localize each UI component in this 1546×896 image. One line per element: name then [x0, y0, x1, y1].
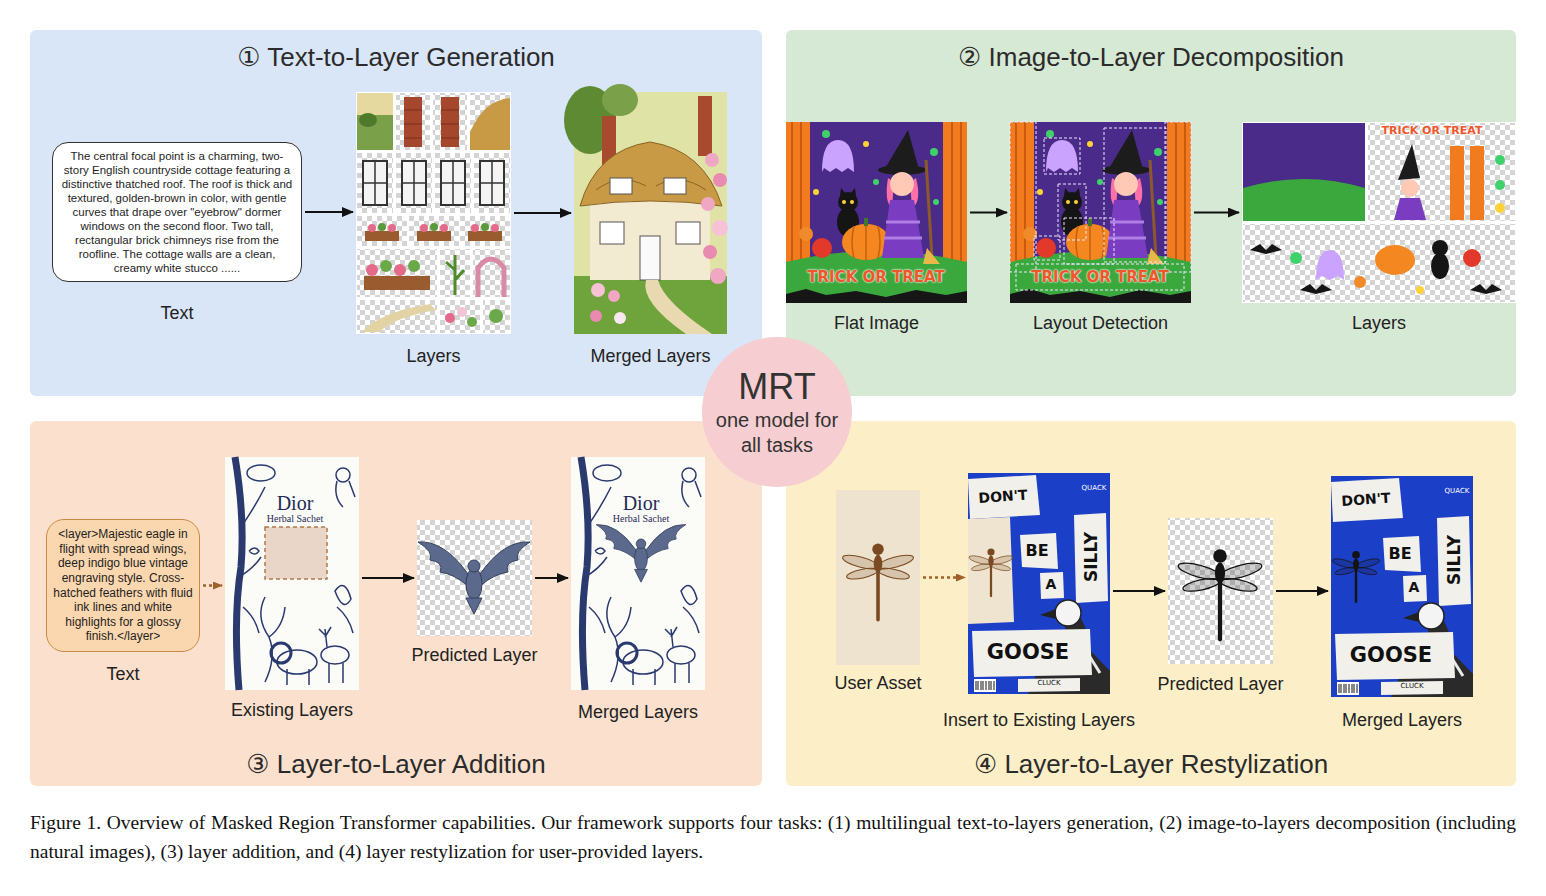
illustration-text: A — [1409, 580, 1420, 595]
illustration-text: Herbal Sachet — [267, 513, 323, 524]
panel-title: ① Text-to-Layer Generation — [30, 42, 762, 72]
illustration-text: SILLY — [1082, 532, 1101, 582]
circle-title: MRT — [738, 366, 815, 408]
prompt-text: The central focal point is a charming, t… — [61, 149, 293, 275]
dotted-arrow — [923, 576, 965, 579]
illustration-text: CLUCK — [1037, 680, 1060, 688]
illustration-text: TRICK OR TREAT — [1031, 269, 1168, 286]
image-caption: Predicted Layer — [337, 644, 612, 666]
arrow — [970, 212, 1007, 214]
illustration-text: TRICK OR TREAT — [807, 269, 944, 286]
image-caption: Existing Layers — [145, 699, 439, 721]
illustration-text: GOOSE — [987, 641, 1069, 664]
dotted-arrow — [203, 584, 222, 587]
image-caption: Text — [0, 302, 381, 324]
panel-title: ③ Layer-to-Layer Addition — [30, 749, 762, 779]
illustration-text: BE — [1025, 542, 1048, 560]
illustration-text: GOOSE — [1350, 644, 1432, 667]
center-circle: MRTone model for all tasks — [702, 337, 852, 487]
image-caption: User Asset — [756, 672, 1000, 694]
prompt-box: The central focal point is a charming, t… — [52, 142, 302, 282]
illustration-text: Herbal Sachet — [613, 513, 669, 524]
prompt-box: <layer>Majestic eagle in flight with spr… — [46, 519, 200, 652]
illustration-text: A — [1046, 577, 1057, 592]
panel-title: ② Image-to-Layer Decomposition — [786, 42, 1516, 72]
image-caption: Insert to Existing Layers — [888, 709, 1190, 731]
figure-caption: Figure 1. Overview of Masked Region Tran… — [30, 808, 1516, 866]
arrow — [1113, 590, 1165, 592]
illustration-text: SILLY — [1445, 535, 1464, 585]
image-caption: Text — [0, 663, 279, 685]
circle-subtitle: one model for all tasks — [714, 408, 840, 458]
illustration-text: TRICK OR TREAT — [1382, 125, 1483, 137]
illustration-text: QUACK — [1082, 485, 1107, 493]
image-caption: Layers — [1162, 312, 1546, 334]
arrow — [362, 577, 414, 579]
arrow — [514, 212, 571, 214]
illustration-text: BE — [1388, 545, 1411, 563]
arrow — [305, 211, 353, 213]
image-caption: Merged Layers — [491, 701, 785, 723]
image-caption: Flat Image — [706, 312, 1047, 334]
illustration-text: CLUCK — [1400, 683, 1423, 691]
prompt-text: <layer>Majestic eagle in flight with spr… — [53, 527, 193, 644]
arrow — [535, 577, 568, 579]
panel-title: ④ Layer-to-Layer Restylization — [786, 749, 1516, 779]
illustration-text: Dior — [277, 492, 314, 514]
image-caption: Layers — [276, 345, 591, 367]
arrow — [1194, 212, 1239, 214]
image-caption: Predicted Layer — [1088, 673, 1353, 695]
image-caption: Merged Layers — [1251, 709, 1546, 731]
illustration-text: Dior — [623, 492, 660, 514]
arrow — [1276, 590, 1328, 592]
image-caption: Layout Detection — [930, 312, 1271, 334]
illustration-text: QUACK — [1445, 488, 1470, 496]
